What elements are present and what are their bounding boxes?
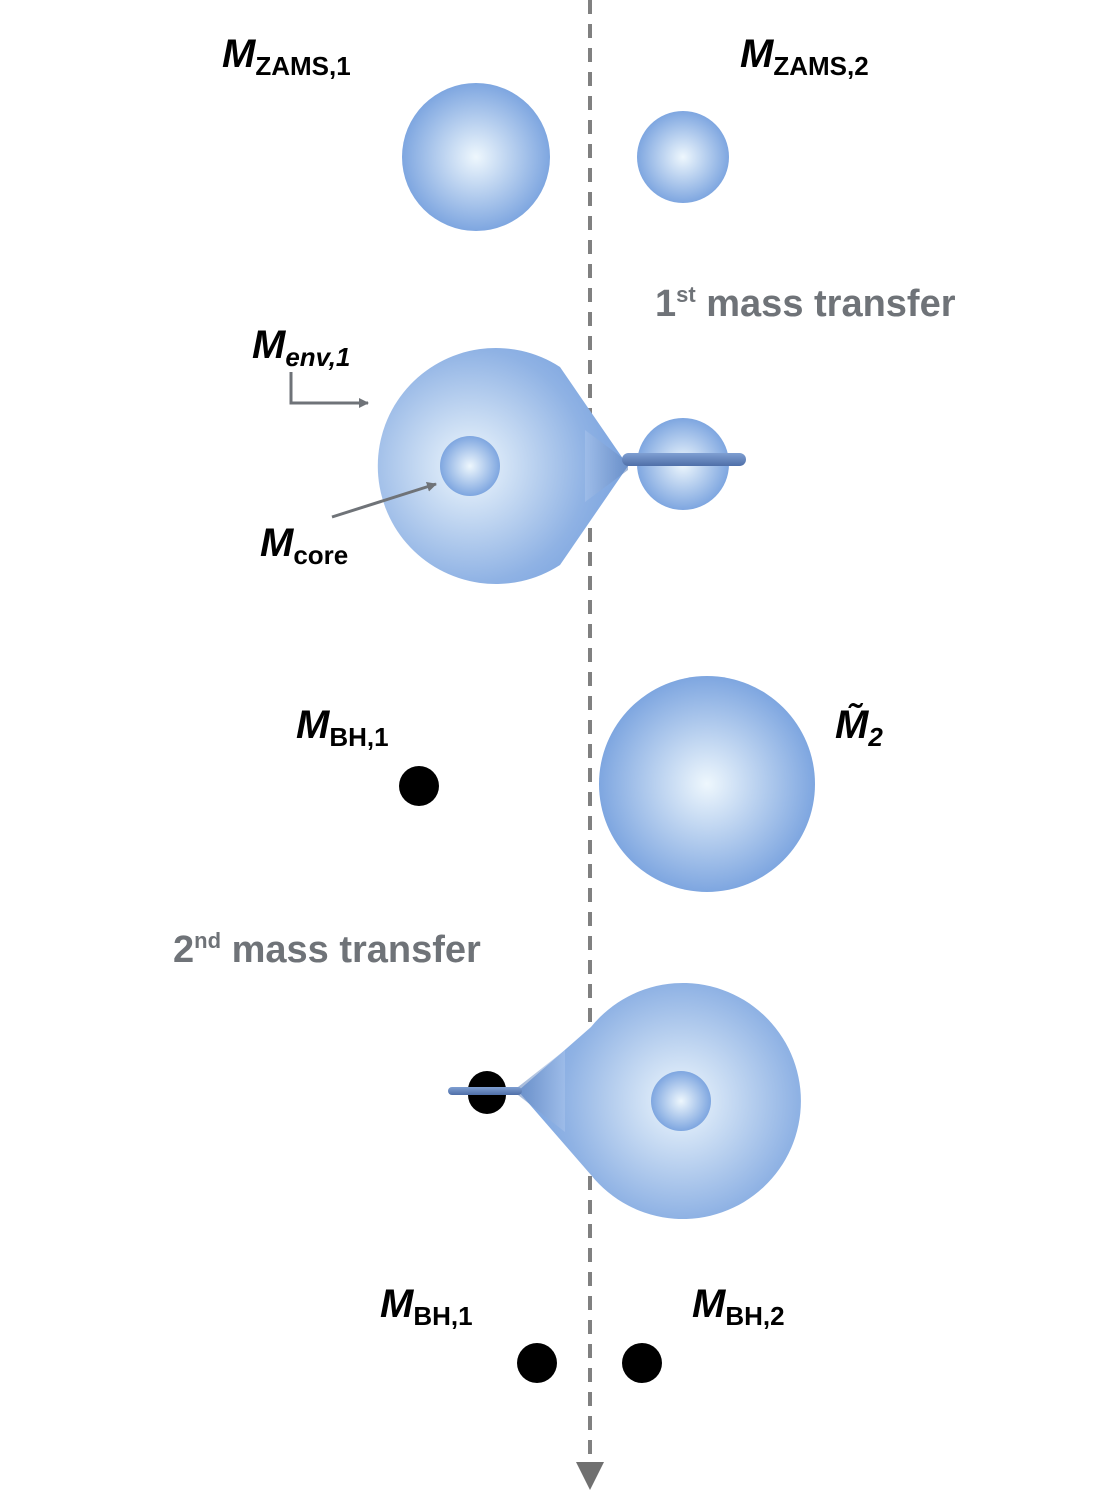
accretion-disk-1	[622, 453, 746, 466]
stage-zams: MZAMS,1 MZAMS,2	[222, 32, 869, 231]
stage-first-mass-transfer: 1st mass transfer Menv,1 Mcore	[252, 282, 956, 584]
label-core: Mcore	[260, 521, 348, 570]
label-zams-2: MZAMS,2	[740, 32, 869, 81]
stage-bh-and-companion: MBH,1 M̃2	[296, 676, 883, 892]
first-mass-transfer-label: 1st mass transfer	[655, 282, 956, 325]
label-bh-1-final: MBH,1	[380, 1282, 473, 1331]
black-hole-1	[399, 766, 439, 806]
black-hole-final-2	[622, 1343, 662, 1383]
time-axis	[576, 0, 604, 1490]
label-bh-2-final: MBH,2	[692, 1282, 785, 1331]
core-2	[651, 1071, 711, 1131]
stage-binary-black-hole: MBH,1 MBH,2	[380, 1282, 785, 1383]
env-pointer-arrow-icon	[289, 372, 369, 408]
mass-stream-2	[518, 1050, 565, 1132]
zams-star-1	[402, 83, 550, 231]
core-1	[440, 436, 500, 496]
black-hole-accretor-front	[468, 1095, 506, 1114]
time-axis-arrowhead	[576, 1462, 604, 1490]
zams-star-2	[637, 111, 729, 203]
label-env-1: Menv,1	[252, 323, 350, 372]
black-hole-final-1	[517, 1343, 557, 1383]
accretion-disk-2	[448, 1087, 522, 1095]
donor-star-envelope-1	[377, 348, 628, 584]
label-bh-1-stage3: MBH,1	[296, 703, 389, 752]
mass-stream-1	[585, 430, 628, 502]
label-zams-1: MZAMS,1	[222, 32, 351, 81]
companion-star-2	[599, 676, 815, 892]
core-pointer-arrow-icon	[331, 481, 437, 519]
stage-second-mass-transfer: 2nd mass transfer	[173, 928, 801, 1219]
label-m2-tilde: M̃2	[835, 701, 883, 752]
second-mass-transfer-label: 2nd mass transfer	[173, 928, 481, 971]
